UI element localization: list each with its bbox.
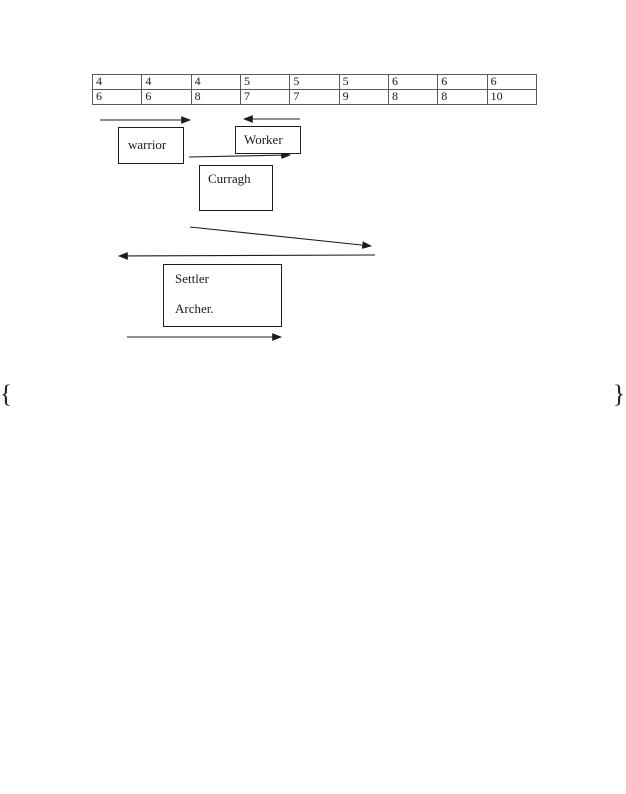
left-curly-brace: { [0,381,12,408]
data-table: 4 4 4 5 5 5 6 6 6 6 6 8 7 7 9 8 8 10 [91,74,538,105]
table-cell: 6 [486,74,538,90]
curragh-label: Curragh [208,171,251,186]
table-cell: 6 [91,89,143,105]
table-cell: 4 [91,74,143,90]
table-cell: 7 [289,89,340,105]
arrow-left-long [117,252,376,260]
table-cell: 8 [387,89,439,105]
warrior-label: warrior [128,137,167,152]
right-curly-brace: } [613,381,625,408]
table-cell: 6 [437,74,488,90]
arrow-right-below-worker [188,151,292,160]
archer-label: Archer. [175,301,214,316]
table-cell: 5 [338,74,389,90]
table-cell: 6 [141,89,192,105]
table-cell: 4 [190,74,241,90]
table-cell: 8 [190,89,241,105]
table-cell: 4 [141,74,192,90]
curragh-box: Curragh [199,165,273,211]
table-cell: 8 [437,89,488,105]
table-cell: 9 [338,89,389,105]
arrow-diagonal-down-right [189,226,373,249]
worker-box: Worker [235,126,301,154]
worker-label: Worker [244,132,283,147]
settler-label: Settler [175,271,209,286]
table-cell: 5 [289,74,340,90]
table-row: 4 4 4 5 5 5 6 6 6 [91,74,538,90]
table-cell: 5 [239,74,291,90]
table-cell: 6 [387,74,439,90]
table-cell: 10 [486,89,538,105]
settler-archer-box: Settler Archer. [163,264,282,327]
table-row: 6 6 8 7 7 9 8 8 10 [91,89,538,105]
warrior-box: warrior [118,127,184,164]
table-cell: 7 [239,89,291,105]
